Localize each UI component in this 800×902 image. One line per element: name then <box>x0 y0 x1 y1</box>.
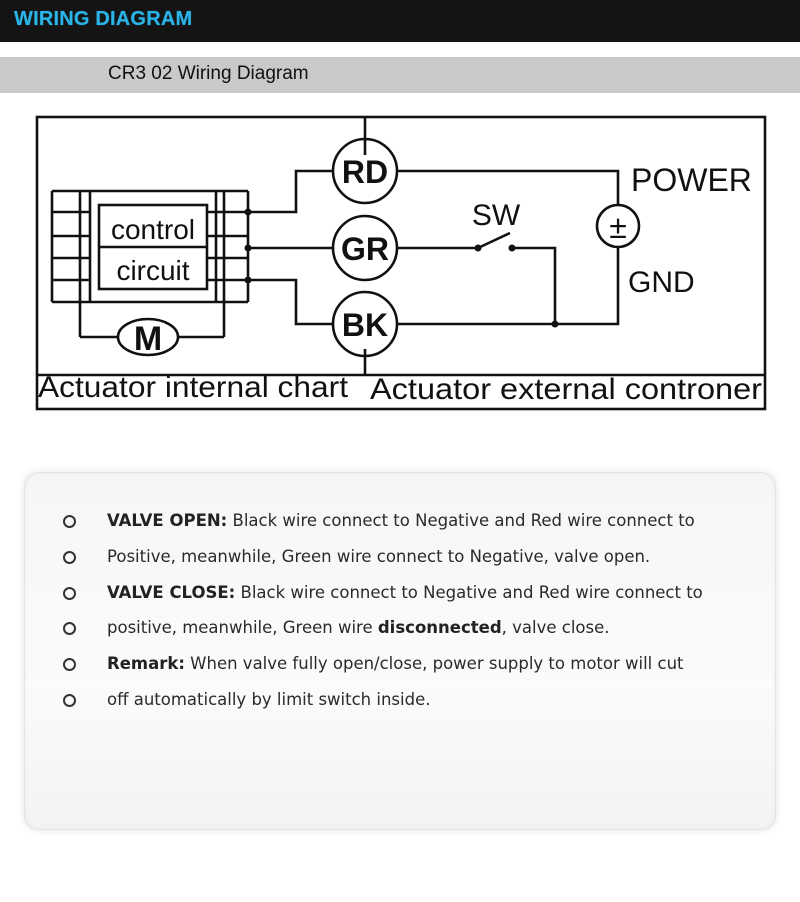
terminal-black-label: BK <box>342 307 388 343</box>
diagram-title: CR3 02 Wiring Diagram <box>108 63 309 84</box>
circle-bullet-icon <box>63 658 76 672</box>
circle-bullet-icon <box>63 622 76 636</box>
note-line: VALVE CLOSE: Black wire connect to Negat… <box>59 575 703 611</box>
power-source-symbol <box>595 203 641 249</box>
note-line: positive, meanwhile, Green wire disconne… <box>59 610 703 646</box>
motor-symbol <box>116 317 180 357</box>
note-text: off automatically by limit switch inside… <box>107 689 431 709</box>
gnd-label: GND <box>628 266 695 299</box>
diagram-frame <box>35 115 767 411</box>
note-bold: VALVE CLOSE: <box>107 582 236 602</box>
note-line: Remark: When valve fully open/close, pow… <box>59 646 703 682</box>
circle-bullet-icon <box>63 515 76 528</box>
note-line: Positive, meanwhile, Green wire connect … <box>59 539 703 575</box>
note-line: VALVE OPEN: Black wire connect to Negati… <box>59 503 703 539</box>
power-label: POWER <box>631 162 752 198</box>
control-label: control <box>111 214 195 245</box>
note-text: Black wire connect to Negative and Red w… <box>227 511 695 530</box>
terminal-green-label: GR <box>341 231 389 267</box>
header-bar: WIRING DIAGRAM <box>0 0 800 42</box>
external-caption: Actuator external controner <box>370 373 762 406</box>
note-text: When valve fully open/close, power suppl… <box>184 654 684 674</box>
circle-bullet-icon <box>63 586 76 600</box>
plus-minus-icon: ± <box>609 209 627 245</box>
note-text: Black wire connect to Negative and Red w… <box>235 582 703 602</box>
notes-card: VALVE OPEN: Black wire connect to Negati… <box>24 472 776 830</box>
internal-caption: Actuator internal chart <box>38 371 349 404</box>
motor-label: M <box>134 320 162 358</box>
circuit-label: circuit <box>116 255 189 286</box>
note-bold: Remark: <box>107 654 185 674</box>
switch-label: SW <box>472 199 521 232</box>
note-bold: VALVE OPEN: <box>107 511 228 530</box>
circle-bullet-icon <box>63 550 76 564</box>
circle-bullet-icon <box>63 693 76 707</box>
wiring-diagram: RD GR BK control circuit M SW POWER GND … <box>0 105 800 415</box>
notes-list: VALVE OPEN: Black wire connect to Negati… <box>59 503 703 718</box>
note-bold: disconnected <box>377 618 502 638</box>
terminal-red-label: RD <box>342 154 388 190</box>
note-line: off automatically by limit switch inside… <box>59 682 703 718</box>
note-text: positive, meanwhile, Green wire <box>107 618 378 638</box>
note-text: Positive, meanwhile, Green wire connect … <box>107 546 651 566</box>
page-title: WIRING DIAGRAM <box>14 8 193 30</box>
subheader-bar: CR3 02 Wiring Diagram <box>0 57 800 93</box>
note-text: , valve close. <box>501 618 610 638</box>
